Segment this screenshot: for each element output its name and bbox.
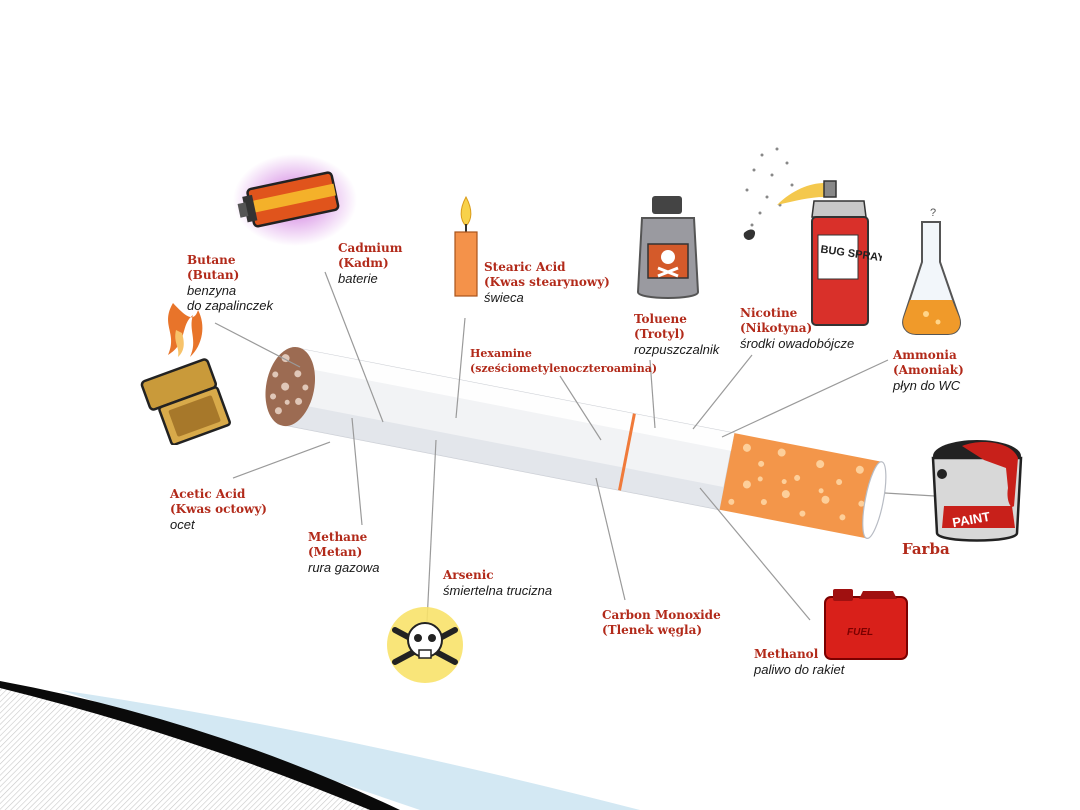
fuel-can-label: FUEL [847, 627, 873, 638]
label-ammonia-pl: płyn do WC [893, 378, 961, 393]
label-nicotine: Nicotine (Nikotyna) środki owadobójcze [740, 306, 854, 351]
label-butane-en: Butane (Butan) [187, 253, 240, 282]
leader-methane [351, 417, 363, 526]
bug-spray-icon: BUG SPRAY [743, 147, 882, 326]
label-toluene-pl: rozpuszczalnik [634, 342, 720, 357]
label-ammonia-en: Ammonia (Amoniak) [893, 348, 964, 377]
leader-toluene [649, 359, 656, 429]
poison-bottle-icon [636, 196, 700, 299]
label-stearic: Stearic Acid (Kwas stearynowy) świeca [484, 260, 610, 305]
svg-text:?: ? [930, 207, 936, 219]
leader-stearic [455, 317, 466, 419]
label-arsenic-en: Arsenic [443, 568, 494, 582]
label-hexamine-en: Hexamine (sześciometylenoczteroamina) [470, 347, 658, 375]
leader-carbon [595, 477, 626, 601]
label-cadmium: Cadmium (Kadm) baterie [338, 241, 402, 286]
label-methane: Methane (Metan) rura gazowa [308, 530, 380, 575]
label-carbon-en: Carbon Monoxide (Tlenek węgla) [602, 608, 721, 637]
label-stearic-en: Stearic Acid (Kwas stearynowy) [484, 260, 610, 289]
label-cadmium-en: Cadmium (Kadm) [338, 241, 403, 270]
label-methanol-en: Methanol [754, 647, 819, 661]
leader-methanol [699, 487, 811, 621]
label-paint-en: Farba [902, 540, 950, 558]
label-acetic-en: Acetic Acid (Kwas octowy) [170, 487, 267, 516]
label-nicotine-pl: środki owadobójcze [740, 336, 855, 351]
label-methanol-pl: paliwo do rakiet [754, 662, 845, 677]
leader-acetic [232, 441, 331, 479]
label-nicotine-en: Nicotine (Nikotyna) [740, 306, 813, 335]
label-methanol: Methanol paliwo do rakiet [754, 647, 844, 677]
label-acetic: Acetic Acid (Kwas octowy) ocet [170, 487, 267, 532]
label-toluene-en: Toluene (Trotyl) [634, 312, 687, 341]
leader-cadmium [324, 271, 384, 423]
label-carbon: Carbon Monoxide (Tlenek węgla) [602, 608, 721, 638]
leader-nicotine [692, 354, 753, 430]
label-methane-pl: rura gazowa [308, 560, 380, 575]
tobacco-end [265, 347, 316, 427]
label-butane: Butane (Butan) benzyna do zapalinczek [187, 253, 273, 313]
battery-icon [233, 154, 357, 246]
label-paint: Farba [902, 542, 950, 557]
leader-ammonia [721, 359, 889, 438]
label-acetic-pl: ocet [170, 517, 195, 532]
flask-icon: ? [902, 207, 961, 335]
label-stearic-pl: świeca [484, 290, 524, 305]
label-hexamine: Hexamine (sześciometylenoczteroamina) [470, 346, 657, 376]
lighter-icon [140, 303, 231, 445]
black-swoosh [0, 681, 400, 810]
cigarette-filter [719, 433, 882, 539]
paint-can-label: PAINT [951, 509, 991, 530]
label-cadmium-pl: baterie [338, 271, 378, 286]
candle-icon [454, 195, 478, 297]
label-ammonia: Ammonia (Amoniak) płyn do WC [893, 348, 964, 393]
label-arsenic-pl: śmiertelna trucizna [443, 583, 553, 598]
leader-arsenic [426, 439, 437, 623]
label-butane-pl: benzyna do zapalinczek [187, 283, 273, 313]
fuel-can-icon: FUEL [824, 589, 908, 660]
blue-swoosh [60, 690, 640, 810]
label-arsenic: Arsenic śmiertelna trucizna [443, 568, 552, 598]
paint-can-icon: PAINT [931, 440, 1023, 542]
leader-butane [214, 322, 301, 368]
leader-hexamine [559, 375, 602, 441]
leader-paint [884, 492, 936, 497]
filter-end [862, 461, 887, 539]
label-methane-en: Methane (Metan) [308, 530, 368, 559]
skull-icon [387, 607, 463, 683]
label-toluene: Toluene (Trotyl) rozpuszczalnik [634, 312, 719, 357]
cigarette-band [618, 413, 636, 491]
